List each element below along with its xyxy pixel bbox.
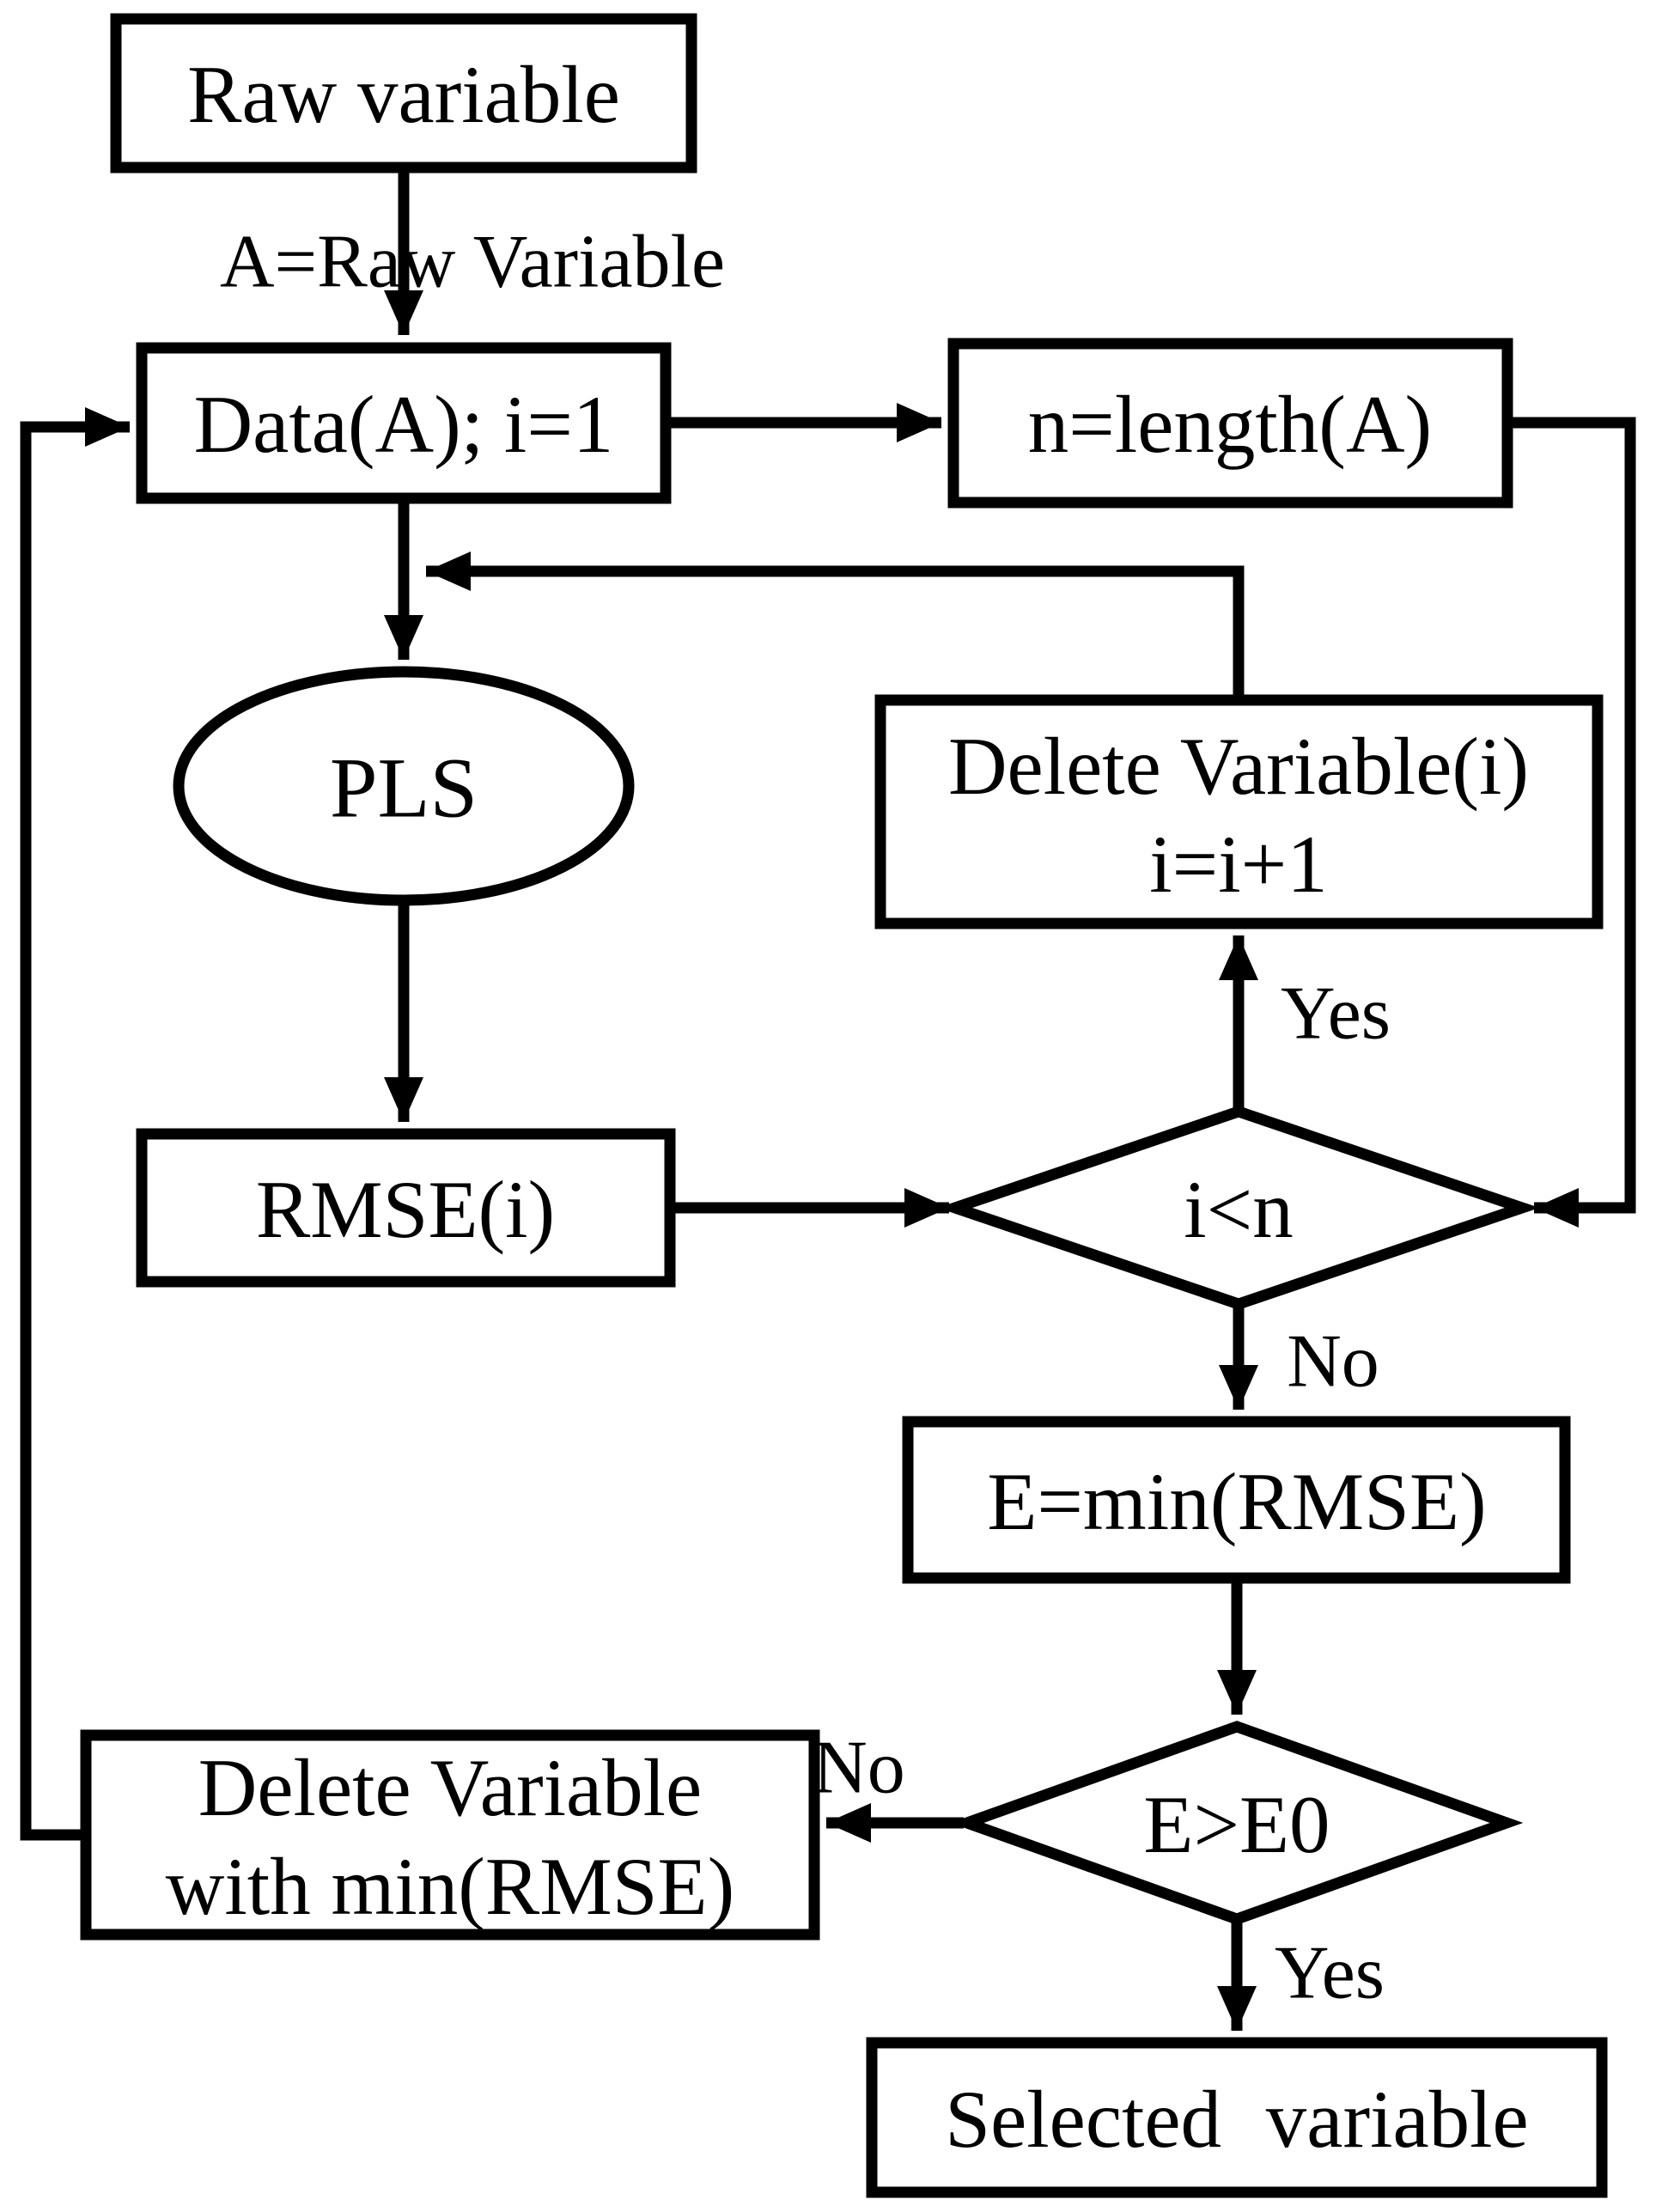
assign-edge-label: A=Raw Variable [220, 221, 725, 304]
flow-nodes: Raw variable Data(A); i=1 n=length(A) PL… [80, 13, 1608, 2198]
delete-variable-i-label-line1: Delete Variable(i) [948, 721, 1529, 812]
data-label: Data(A); i=1 [194, 379, 614, 470]
pls-label: PLS [330, 740, 478, 836]
egte0-yes-edge-label: Yes [1275, 1932, 1385, 2015]
egte0-no-edge-label: No [813, 1727, 905, 1810]
e-min-rmse-box [902, 1416, 1571, 1584]
delete-variable-min-label-line2: with min(RMSE) [166, 1841, 734, 1932]
rmse-box [136, 1128, 676, 1288]
raw-variable-box [110, 13, 697, 174]
iltn-no-edge-label: No [1287, 1320, 1379, 1404]
flow-edge-labels: A=Raw Variable Yes No No Yes [220, 221, 1391, 2015]
e-greater-e0-label: E>E0 [1143, 1779, 1330, 1870]
i-less-than-n-diamond [937, 1106, 1540, 1310]
iltn-yes-edge-label: Yes [1281, 972, 1391, 1056]
i-less-than-n-label: i<n [1184, 1164, 1293, 1255]
delete-variable-i-box [874, 694, 1604, 929]
data-box [136, 342, 672, 504]
e-min-rmse-label: E=min(RMSE) [987, 1456, 1486, 1547]
rmse-label: RMSE(i) [256, 1164, 555, 1255]
delete-variable-min-box [80, 1729, 820, 1941]
edge-deletei-loop-to-pls [426, 551, 1245, 703]
delete-variable-i-label-line2: i=i+1 [1149, 819, 1327, 910]
flow-edges [20, 170, 1636, 2031]
selected-variable-box [866, 2037, 1608, 2198]
e-greater-e0-diamond [950, 1721, 1524, 1925]
selected-variable-label: Selected variable [945, 2074, 1528, 2165]
raw-variable-label: Raw variable [187, 49, 620, 140]
pls-ellipse [173, 666, 635, 906]
delete-variable-min-label-line1: Delete Variable [198, 1742, 702, 1833]
edge-nlength-to-iltn [1507, 417, 1636, 1228]
n-length-label: n=length(A) [1028, 379, 1432, 470]
n-length-box [947, 338, 1513, 509]
edge-deletemin-loop-to-data [20, 407, 130, 1841]
